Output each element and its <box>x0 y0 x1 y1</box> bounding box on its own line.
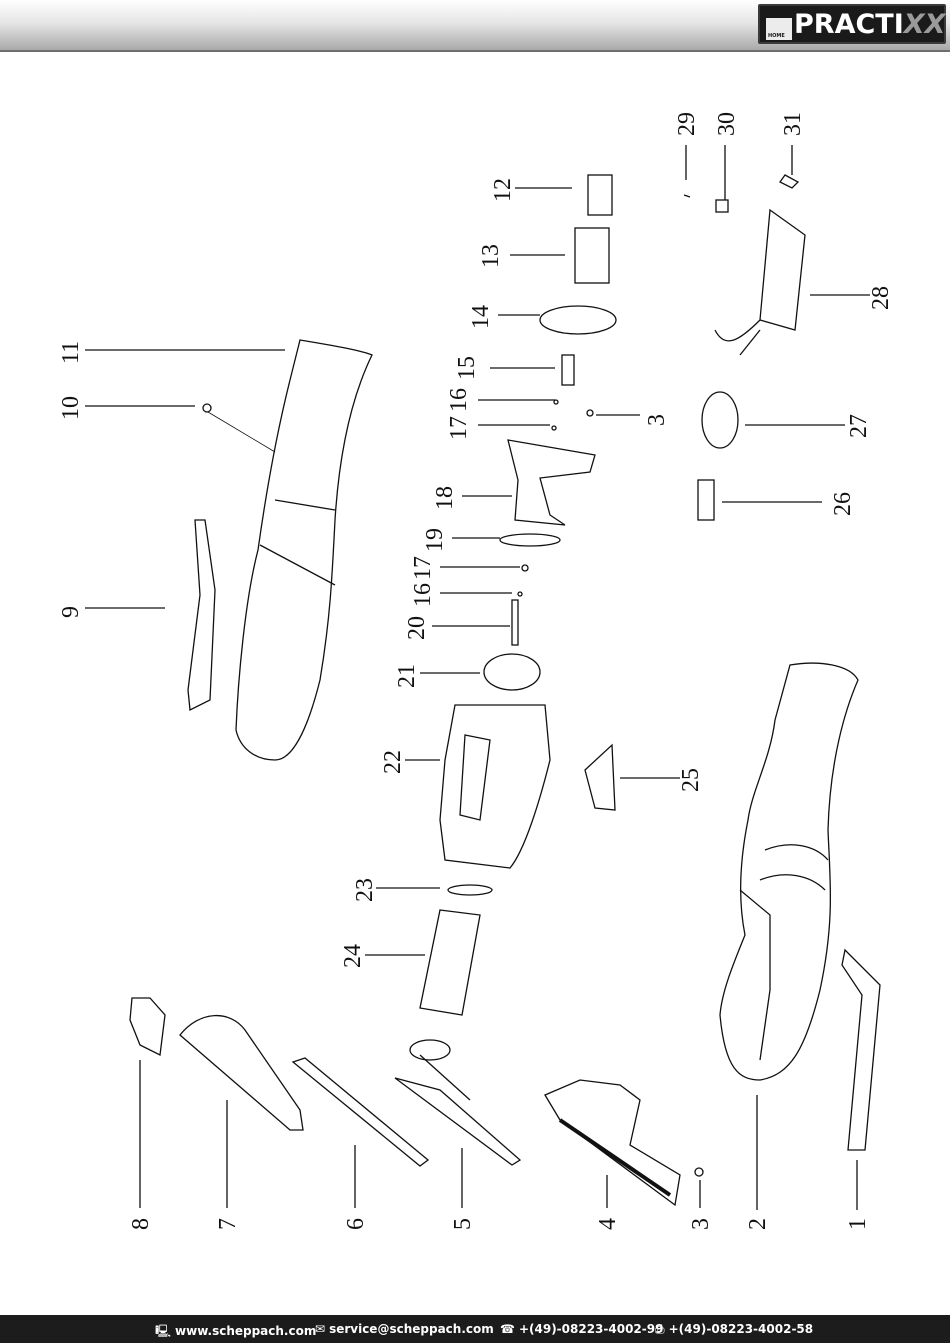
logo-home-text: HOME <box>768 33 785 39</box>
part-label-16b: 16 <box>410 583 436 607</box>
part-label-8: 8 <box>128 1218 154 1230</box>
exploded-parts-diagram: 1 2 3 4 5 6 7 8 9 10 11 12 13 14 15 16 1… <box>58 112 894 1230</box>
part-label-18: 18 <box>432 486 458 510</box>
part-label-16: 16 <box>446 388 472 412</box>
part-label-6: 6 <box>343 1218 369 1230</box>
part-label-23: 23 <box>352 878 378 902</box>
part-label-2: 2 <box>745 1218 771 1230</box>
part-label-30: 30 <box>714 112 740 136</box>
website-text: www.scheppach.com <box>175 1324 317 1338</box>
part-label-19: 19 <box>422 528 448 552</box>
computer-icon: 🖳 <box>155 1324 172 1338</box>
email-text: service@scheppach.com <box>329 1322 494 1336</box>
footer-phone: ☎+(49)-08223-4002-99 <box>500 1322 663 1336</box>
footer-fax: ⎙+(49)-08223-4002-58 <box>655 1322 813 1337</box>
logo-main-text: PRACTI <box>794 9 904 40</box>
part-label-3: 3 <box>688 1218 714 1230</box>
logo-wordmark: PRACTIXX <box>794 9 945 41</box>
phone-icon: ☎ <box>500 1322 515 1336</box>
part-label-13: 13 <box>478 244 504 268</box>
part-label-17: 17 <box>446 416 472 440</box>
footer-email[interactable]: ✉service@scheppach.com <box>315 1322 494 1336</box>
fax-icon: ⎙ <box>655 1322 665 1336</box>
mail-icon: ✉ <box>315 1322 326 1336</box>
part-label-7: 7 <box>215 1218 241 1230</box>
part-label-28: 28 <box>868 286 894 310</box>
part-label-21: 21 <box>394 664 420 688</box>
brand-logo: HOME PRACTIXX <box>758 4 946 44</box>
part-label-27: 27 <box>846 414 872 438</box>
fax-text: +(49)-08223-4002-58 <box>668 1322 814 1336</box>
part-label-14: 14 <box>468 305 494 329</box>
part-label-22: 22 <box>380 750 406 774</box>
part-label-15: 15 <box>454 356 480 380</box>
part-label-24: 24 <box>340 944 366 968</box>
part-label-4: 4 <box>595 1218 621 1230</box>
footer-website[interactable]: 🖳www.scheppach.com <box>155 1322 316 1343</box>
logo-xx-text: XX <box>903 9 946 40</box>
header-bar: HOME PRACTIXX <box>0 0 950 52</box>
part-label-29: 29 <box>674 112 700 136</box>
part-label-25: 25 <box>678 768 704 792</box>
logo-home-badge: HOME <box>766 18 792 40</box>
part-label-12: 12 <box>490 178 516 202</box>
part-label-5: 5 <box>450 1218 476 1230</box>
part-label-10: 10 <box>58 396 84 420</box>
part-label-26: 26 <box>830 492 856 516</box>
part-label-31: 31 <box>780 112 806 136</box>
part-label-9: 9 <box>58 606 84 618</box>
part-label-17b: 17 <box>410 556 436 580</box>
phone-text: +(49)-08223-4002-99 <box>518 1322 664 1336</box>
part-label-3b: 3 <box>644 414 670 426</box>
part-label-20: 20 <box>404 616 430 640</box>
part-label-1: 1 <box>845 1218 871 1230</box>
part-label-11: 11 <box>58 341 84 364</box>
contact-footer: 🖳www.scheppach.com ✉service@scheppach.co… <box>0 1315 950 1343</box>
